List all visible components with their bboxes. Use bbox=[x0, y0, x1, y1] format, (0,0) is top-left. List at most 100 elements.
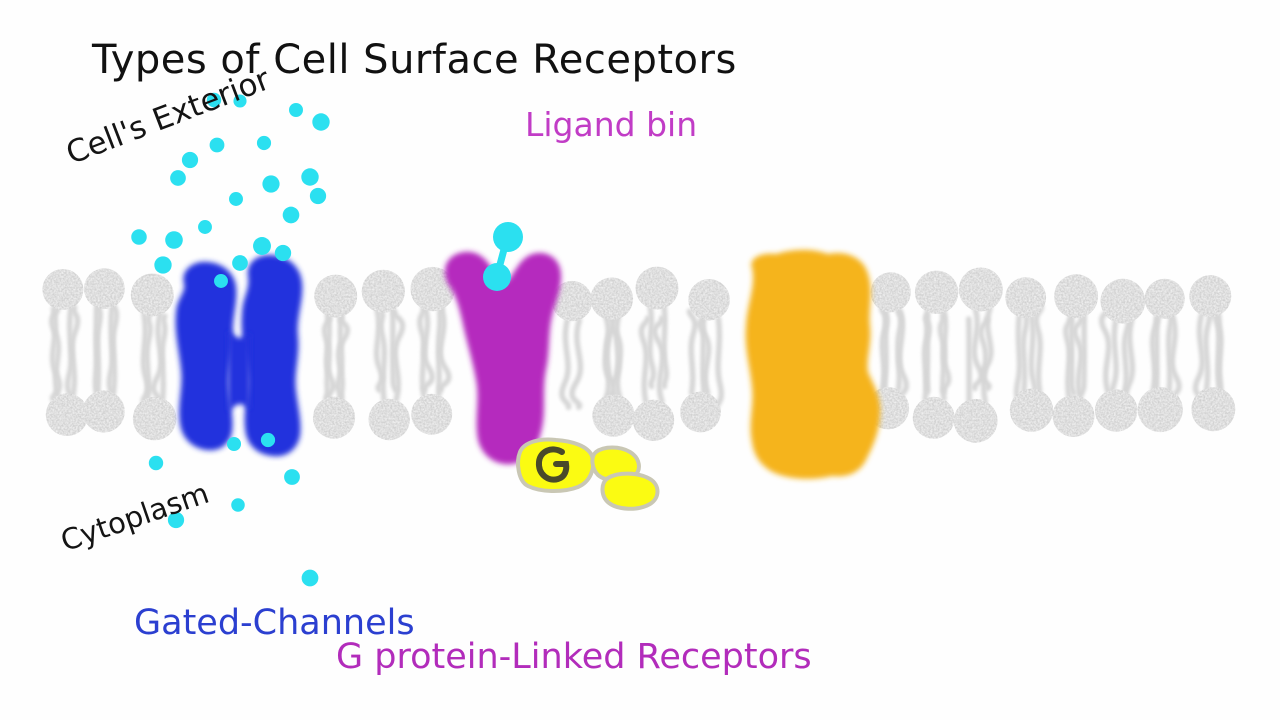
phospholipid-head bbox=[42, 269, 84, 310]
phospholipid-head bbox=[411, 393, 453, 435]
phospholipid-head bbox=[914, 270, 959, 314]
phospholipid-tail bbox=[1072, 316, 1084, 400]
phospholipid-head bbox=[632, 399, 675, 441]
g-protein-complex bbox=[516, 437, 660, 511]
ion-dot bbox=[284, 469, 300, 485]
ion-dot bbox=[148, 455, 164, 471]
phospholipid-tail bbox=[150, 311, 164, 405]
ion-dot bbox=[260, 432, 276, 448]
ion-dot bbox=[274, 244, 292, 262]
phospholipid-head bbox=[1191, 387, 1236, 432]
phospholipid-tail bbox=[323, 312, 336, 403]
label-gated-channels: Gated-Channels bbox=[134, 603, 415, 643]
phospholipid-head bbox=[912, 396, 955, 439]
phospholipid-tail bbox=[64, 305, 75, 403]
phospholipid-tail bbox=[140, 311, 151, 405]
phospholipid-head bbox=[1009, 388, 1054, 432]
ion-dot bbox=[198, 220, 212, 234]
ion-dot bbox=[232, 255, 248, 271]
phospholipid-tail bbox=[49, 305, 63, 403]
phospholipid-tail bbox=[638, 315, 651, 405]
phospholipid-tail bbox=[569, 317, 584, 411]
phospholipid-head bbox=[368, 398, 410, 441]
phospholipid-head bbox=[361, 269, 405, 313]
phospholipid-head bbox=[312, 396, 356, 439]
ion-dot bbox=[226, 436, 242, 452]
phospholipid-head bbox=[551, 280, 593, 322]
ion-dot bbox=[312, 113, 330, 131]
g-protein-linked-receptor bbox=[444, 251, 562, 465]
phospholipid-tail bbox=[1063, 316, 1073, 400]
phospholipid-head bbox=[410, 266, 455, 312]
ion-dot bbox=[282, 206, 300, 224]
gated-ion-channel bbox=[175, 254, 303, 457]
phospholipid-head bbox=[592, 394, 635, 437]
ion-dot bbox=[154, 256, 172, 274]
phospholipid-tail bbox=[378, 309, 388, 404]
ion-particles bbox=[131, 92, 330, 587]
phospholipid-tail bbox=[437, 305, 452, 393]
ion-dot bbox=[229, 192, 243, 206]
phospholipid-tail bbox=[159, 313, 168, 403]
phospholipid-tail bbox=[923, 308, 931, 395]
ion-dot bbox=[301, 168, 319, 186]
phospholipid-tail bbox=[391, 309, 406, 404]
ion-dot bbox=[206, 92, 222, 108]
ligand-molecule bbox=[483, 222, 523, 291]
phospholipid-head bbox=[958, 267, 1003, 312]
phospholipid-tail bbox=[686, 308, 698, 396]
phospholipid-head bbox=[1094, 389, 1138, 432]
phospholipid-tail bbox=[1020, 304, 1030, 394]
phospholipid-tail bbox=[390, 307, 399, 393]
label-ligand-binding: Ligand bin bbox=[525, 105, 698, 144]
ion-dot bbox=[214, 274, 228, 288]
phospholipid-head bbox=[1100, 278, 1146, 324]
phospholipid-tail bbox=[881, 308, 890, 402]
phospholipid-head bbox=[870, 272, 911, 313]
phospholipid-tail bbox=[335, 312, 345, 403]
phospholipid-head bbox=[314, 274, 358, 318]
phospholipid-head bbox=[1137, 387, 1183, 433]
phospholipid-tail bbox=[940, 308, 952, 395]
phospholipid-tail bbox=[106, 304, 116, 400]
ion-dot bbox=[233, 94, 247, 108]
phospholipid-head bbox=[590, 277, 634, 321]
phospholipid-head bbox=[1144, 278, 1185, 319]
membrane-lower-heads bbox=[45, 387, 1236, 443]
phospholipid-tail bbox=[651, 315, 666, 405]
ion-dot bbox=[165, 231, 183, 249]
phospholipid-tail bbox=[373, 307, 385, 393]
phospholipid-head bbox=[1189, 275, 1232, 318]
phospholipid-head bbox=[680, 391, 721, 433]
phospholipid-head bbox=[132, 396, 177, 441]
phospholipid-tail bbox=[559, 317, 572, 411]
phospholipid-tail bbox=[1068, 312, 1077, 397]
ion-dot bbox=[209, 137, 225, 153]
ion-dot bbox=[262, 175, 280, 193]
phospholipid-head bbox=[130, 273, 174, 317]
phospholipid-tail bbox=[92, 304, 101, 400]
phospholipid-tail bbox=[1098, 304, 1112, 395]
ion-dot bbox=[253, 237, 271, 255]
phospholipid-tail bbox=[713, 316, 725, 411]
phospholipid-head bbox=[953, 398, 998, 443]
ion-dot bbox=[170, 170, 186, 186]
label-g-protein-linked-receptors: G protein-Linked Receptors bbox=[336, 637, 812, 677]
phospholipid-tail bbox=[979, 305, 994, 392]
phospholipid-tail bbox=[69, 304, 81, 399]
phospholipid-tail bbox=[1192, 312, 1206, 405]
ion-dot bbox=[231, 498, 245, 512]
phospholipid-head bbox=[84, 268, 125, 310]
phospholipid-head bbox=[45, 393, 89, 437]
phospholipid-tail bbox=[1013, 313, 1023, 409]
ion-dot bbox=[301, 569, 319, 587]
phospholipid-head bbox=[1054, 274, 1099, 319]
phospholipid-tail bbox=[421, 305, 435, 393]
ion-dot bbox=[131, 229, 147, 245]
phospholipid-tail bbox=[647, 304, 657, 390]
phospholipid-tail bbox=[1169, 315, 1182, 402]
phospholipid-head bbox=[1052, 395, 1095, 437]
ion-dot bbox=[256, 135, 272, 151]
